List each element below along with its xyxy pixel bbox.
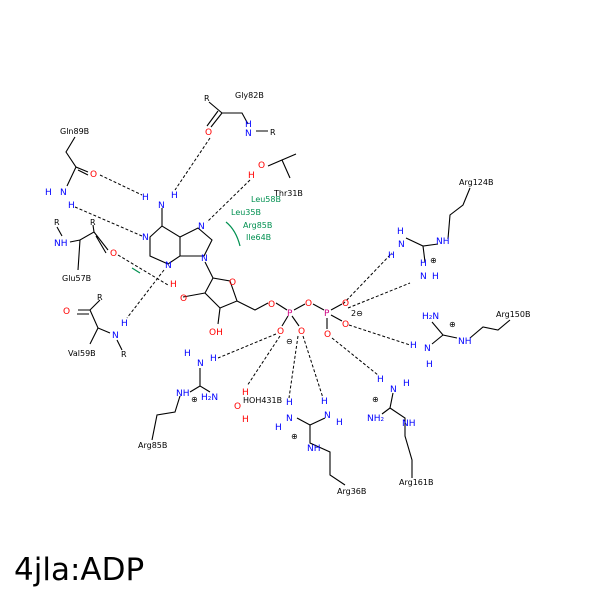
atom-o: O bbox=[110, 249, 117, 259]
residue-gln89: Gln89B bbox=[60, 127, 89, 136]
water-hoh431: HOH431B bbox=[243, 396, 282, 405]
atom-n: N bbox=[158, 201, 165, 211]
diagram-title: 4jla:ADP bbox=[14, 552, 145, 588]
atom-n: N bbox=[165, 261, 172, 271]
atom-n: N bbox=[142, 233, 149, 243]
atom-h: H bbox=[286, 398, 293, 408]
atom-h: H bbox=[321, 397, 328, 407]
atom-o: O bbox=[324, 330, 331, 340]
atom-h: H bbox=[242, 415, 249, 425]
atom-o: O bbox=[180, 294, 187, 304]
r-group: R bbox=[97, 293, 103, 302]
atom-h: H bbox=[432, 272, 439, 282]
hydrophobic-contacts bbox=[131, 221, 241, 274]
atom-o: O bbox=[342, 299, 349, 309]
atom-h: H bbox=[170, 280, 177, 290]
atom-o: O bbox=[342, 320, 349, 330]
atom-nh: NH bbox=[458, 337, 472, 347]
residue-arg36: Arg36B bbox=[337, 487, 366, 496]
atom-n: N bbox=[390, 385, 397, 395]
atom-h: H bbox=[388, 251, 395, 261]
atom-h: H bbox=[245, 120, 252, 130]
residue-thr31: Thr31B bbox=[273, 189, 303, 198]
atom-h: H bbox=[68, 201, 75, 211]
atom-o: O bbox=[258, 161, 265, 171]
atom-h: H bbox=[275, 423, 282, 433]
atom-n: N bbox=[398, 240, 405, 250]
atom-n: N bbox=[197, 359, 204, 369]
atom-o: O bbox=[90, 170, 97, 180]
atom-o: O bbox=[63, 307, 70, 317]
atom-o: O bbox=[268, 300, 275, 310]
plus-charge: ⊕ bbox=[291, 432, 298, 441]
residue-arg150: Arg150B bbox=[496, 310, 530, 319]
atom-nh: NH bbox=[436, 237, 450, 247]
atom-h: H bbox=[184, 349, 191, 359]
atom-p: P bbox=[324, 309, 330, 319]
hydrophobic-label: Leu35B bbox=[231, 208, 261, 217]
r-group: R bbox=[270, 128, 276, 137]
atom-o: O bbox=[234, 402, 241, 412]
atom-h: H bbox=[171, 191, 178, 201]
atom-nh: NH bbox=[307, 444, 321, 454]
r-group: R bbox=[54, 218, 60, 227]
atom-n: N bbox=[286, 414, 293, 424]
atom-h: H bbox=[377, 375, 384, 385]
charge-2minus: 2⊖ bbox=[351, 309, 363, 318]
atom-o: O bbox=[298, 327, 305, 337]
r-group: R bbox=[90, 218, 96, 227]
residue-arg124: Arg124B bbox=[459, 178, 493, 187]
plus-charge: ⊕ bbox=[191, 395, 198, 404]
residue-arg161: Arg161B bbox=[399, 478, 433, 487]
atom-o: O bbox=[229, 278, 236, 288]
atom-h: H bbox=[248, 171, 255, 181]
residue-val59: Val59B bbox=[68, 349, 96, 358]
hydrogen-bonds bbox=[74, 137, 411, 399]
atom-h: H bbox=[336, 418, 343, 428]
atom-n: N bbox=[245, 129, 252, 139]
atom-n: N bbox=[324, 411, 331, 421]
plus-charge: ⊕ bbox=[372, 395, 379, 404]
residue-arg85: Arg85B bbox=[138, 441, 167, 450]
atom-h: H bbox=[420, 259, 427, 269]
atom-nh: NH bbox=[402, 419, 416, 429]
atom-h: H bbox=[210, 354, 217, 364]
covalent-bonds bbox=[56, 101, 511, 486]
atom-n: N bbox=[424, 344, 431, 354]
atom-o: O bbox=[277, 327, 284, 337]
hydrophobic-label: Ile64B bbox=[246, 233, 271, 242]
atom-n: N bbox=[60, 188, 67, 198]
residue-gly82: Gly82B bbox=[235, 91, 264, 100]
atom-h: H bbox=[45, 188, 52, 198]
atom-h: H bbox=[410, 341, 417, 351]
atom-n: N bbox=[201, 254, 208, 264]
residue-glu57: Glu57B bbox=[62, 274, 91, 283]
hydrophobic-label: Leu58B bbox=[251, 195, 281, 204]
atom-p: P bbox=[287, 309, 293, 319]
atom-nh2: NH₂ bbox=[367, 414, 385, 424]
plus-charge: ⊕ bbox=[430, 256, 437, 265]
atom-h2n: H₂N bbox=[201, 393, 218, 403]
atom-h: H bbox=[242, 388, 249, 398]
atom-n: N bbox=[112, 331, 119, 341]
atom-o: O bbox=[205, 128, 212, 138]
atom-oh: OH bbox=[209, 328, 223, 338]
atom-h: H bbox=[142, 193, 149, 203]
atom-nh: NH bbox=[54, 239, 68, 249]
hydrophobic-label: Arg85B bbox=[243, 221, 272, 230]
minus-charge: ⊖ bbox=[286, 337, 293, 346]
atom-h: H bbox=[397, 227, 404, 237]
atom-h: H bbox=[121, 319, 128, 329]
atom-n: N bbox=[420, 272, 427, 282]
atom-h: H bbox=[426, 360, 433, 370]
plus-charge: ⊕ bbox=[449, 320, 456, 329]
atom-n: N bbox=[198, 222, 205, 232]
atom-o: O bbox=[305, 299, 312, 309]
atom-h: H bbox=[403, 379, 410, 389]
r-group: R bbox=[204, 94, 210, 103]
r-group: R bbox=[121, 350, 127, 359]
atom-nh: NH bbox=[176, 389, 190, 399]
atom-h2n: H₂N bbox=[422, 312, 439, 322]
